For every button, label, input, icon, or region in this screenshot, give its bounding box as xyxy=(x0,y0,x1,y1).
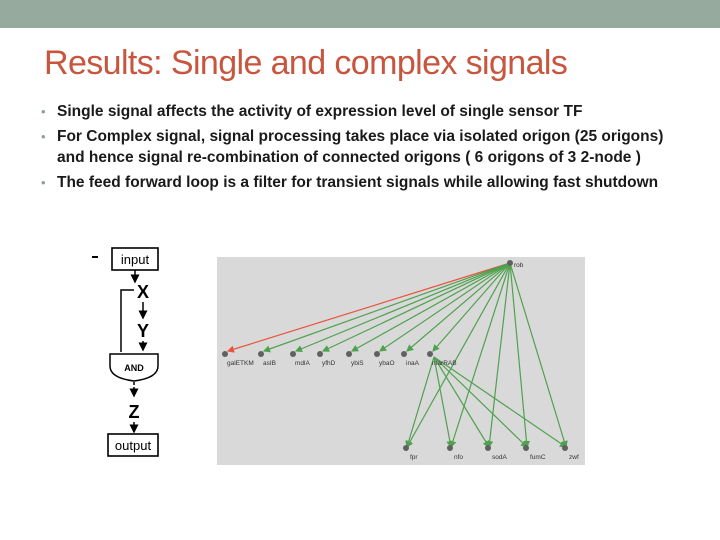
node-label-mdlA: mdlA xyxy=(295,360,310,367)
edge-rob-sodA xyxy=(486,262,511,449)
bullet-text: Single signal affects the activity of ex… xyxy=(57,103,583,120)
bullet-marker: • xyxy=(41,175,46,190)
node-marRAB xyxy=(427,351,433,357)
edge-rob-inaA xyxy=(406,262,511,352)
node-label-ybiS: ybiS xyxy=(351,360,364,367)
slide-title: Results: Single and complex signals xyxy=(44,44,568,82)
node-label-galETKM: galETKM xyxy=(227,360,254,367)
node-inaA xyxy=(401,351,407,357)
bullet-marker: • xyxy=(41,129,46,144)
node-fpr xyxy=(403,445,409,451)
output-label: output xyxy=(115,438,152,453)
node-label-inaA: inaA xyxy=(406,360,420,367)
and-gate xyxy=(109,353,159,382)
network-panel xyxy=(217,257,585,465)
node-label-sodA: sodA xyxy=(492,454,507,461)
node-galETKM xyxy=(222,351,228,357)
bullet-item: • Single signal affects the activity of e… xyxy=(40,101,680,122)
bullet-item: • For Complex signal, signal processing t… xyxy=(40,126,680,168)
node-fumC xyxy=(523,445,529,451)
node-rob xyxy=(507,260,513,266)
edge-rob-fumC xyxy=(509,262,531,449)
edge-marRAB-nfo xyxy=(433,356,454,449)
edge-rob-mdlA xyxy=(294,262,511,353)
node-zwf xyxy=(562,445,568,451)
node-label-asIB: asIB xyxy=(263,360,276,367)
bullet-item: • The feed forward loop is a filter for t… xyxy=(40,172,680,193)
network-edges xyxy=(226,262,568,449)
edge-rob-asIB xyxy=(262,262,511,353)
node-asIB xyxy=(258,351,264,357)
edge-marRAB-zwf xyxy=(433,356,567,448)
edge-rob-ybiS xyxy=(350,262,511,352)
node-label-ybaO: ybaO xyxy=(379,360,395,367)
network-nodes: rob galETKM asIB mdlA yfhD ybiS ybaO inaA marRAB… xyxy=(222,260,579,461)
clip-mark xyxy=(92,256,98,258)
edge-rob-galETKM xyxy=(226,262,511,353)
node-ybaO xyxy=(374,351,380,357)
node-label-rob: rob xyxy=(514,262,524,269)
edge-rob-yfhD xyxy=(321,262,511,352)
edge-marRAB-fpr xyxy=(405,356,435,449)
edge-rob-fpr xyxy=(406,262,511,449)
node-sodA xyxy=(485,445,491,451)
node-label-yfhD: yfhD xyxy=(322,360,336,367)
edge-rob-nfo xyxy=(449,262,511,449)
and-gate-label: AND xyxy=(124,363,144,373)
bullet-marker: • xyxy=(41,104,46,119)
bullet-list: • Single signal affects the activity of e… xyxy=(40,101,680,197)
x-to-and-line xyxy=(120,289,134,352)
node-z-label: Z xyxy=(129,402,140,422)
node-label-marRAB: marRAB xyxy=(432,360,457,367)
edge-marRAB-sodA xyxy=(433,356,490,449)
regulatory-network: rob galETKM asIB mdlA yfhD ybiS ybaO inaA marRAB… xyxy=(217,257,585,465)
edge-marRAB-fumC xyxy=(433,356,528,448)
top-band xyxy=(0,0,720,28)
node-mdlA xyxy=(290,351,296,357)
edge-rob-zwf xyxy=(509,262,568,449)
node-ybiS xyxy=(346,351,352,357)
edge-rob-ybaO xyxy=(379,262,511,352)
ffl-diagram: input X Y AND Z output xyxy=(92,247,159,457)
node-label-nfo: nfo xyxy=(454,454,463,461)
edge-rob-marRAB xyxy=(432,262,511,352)
bullet-text: The feed forward loop is a filter for tr… xyxy=(57,174,659,191)
node-label-fpr: fpr xyxy=(410,454,418,461)
node-label-zwf: zwf xyxy=(569,454,579,461)
input-label: input xyxy=(121,252,150,267)
node-label-fumC: fumC xyxy=(530,454,546,461)
node-x-label: X xyxy=(137,282,149,302)
bullet-text: For Complex signal, signal processing ta… xyxy=(57,128,664,166)
node-yfhD xyxy=(317,351,323,357)
output-box xyxy=(107,433,159,457)
node-nfo xyxy=(447,445,453,451)
node-y-label: Y xyxy=(137,321,149,341)
